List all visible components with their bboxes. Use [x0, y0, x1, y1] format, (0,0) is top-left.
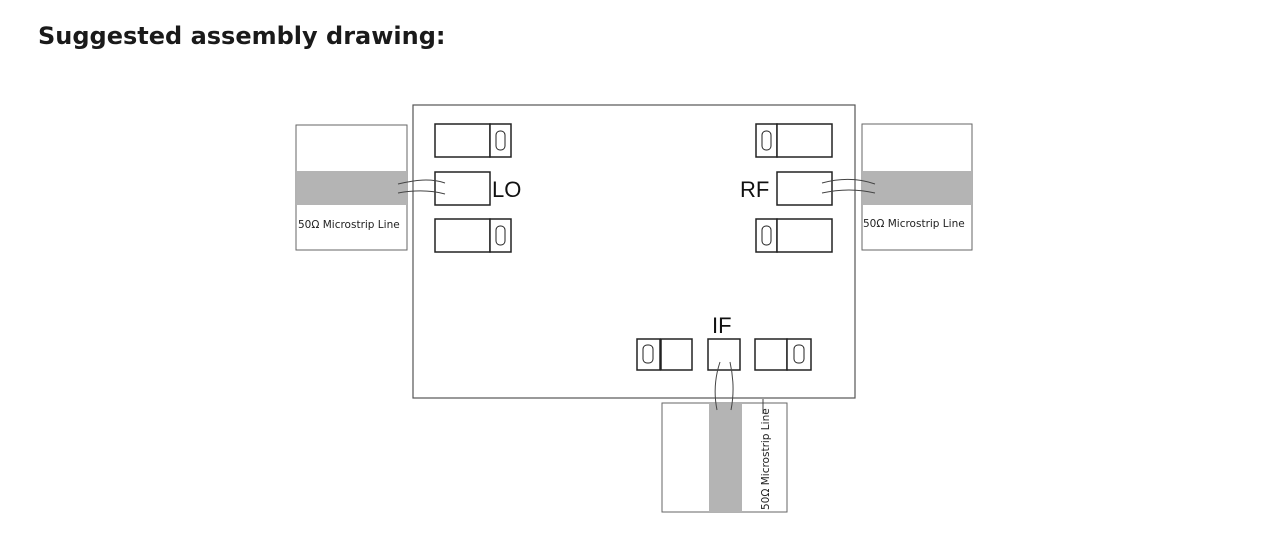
cap-if-left-slot — [642, 344, 654, 364]
pad-if — [707, 338, 741, 371]
pad-top-right — [776, 123, 833, 158]
cap-bottom-left-slot — [495, 225, 506, 246]
left-microstrip-trace — [297, 171, 407, 205]
pad-top-left — [434, 123, 491, 158]
rf-port-label: RF — [740, 177, 769, 202]
pad-lo — [434, 171, 491, 206]
right-microstrip-label: 50Ω Microstrip Line — [863, 218, 965, 230]
bottom-microstrip-board: 50Ω Microstrip Line — [661, 402, 788, 513]
bond-wire-rf-1 — [821, 178, 876, 185]
cap-top-left-slot — [495, 130, 506, 151]
heading-colon: : — [435, 22, 446, 50]
bond-wire-lo-1 — [397, 179, 446, 185]
pad-if-right — [754, 338, 788, 371]
if-port-label: IF — [712, 313, 732, 338]
pad-rf — [776, 171, 833, 206]
pad-bottom-left — [434, 218, 491, 253]
section-heading: Suggested assembly drawing: — [38, 22, 446, 50]
bond-wire-rf-2 — [821, 189, 876, 194]
left-microstrip-label: 50Ω Microstrip Line — [298, 219, 400, 231]
right-microstrip-board: 50Ω Microstrip Line — [861, 123, 973, 251]
pad-if-left — [660, 338, 693, 371]
lo-pad-group — [434, 123, 512, 253]
left-microstrip-board: 50Ω Microstrip Line — [295, 124, 408, 251]
bond-wire-lo-2 — [397, 190, 446, 195]
bottom-microstrip-trace — [709, 404, 742, 512]
pad-bottom-right — [776, 218, 833, 253]
bond-wire-if-2 — [729, 361, 734, 411]
rf-pad-group — [755, 123, 833, 253]
right-microstrip-trace — [863, 171, 972, 205]
lo-port-label: LO — [492, 177, 521, 202]
if-pad-group — [636, 338, 812, 371]
bottom-microstrip-label: 50Ω Microstrip Line — [760, 408, 772, 510]
bond-wires — [397, 178, 876, 414]
cap-top-right-slot — [761, 130, 772, 151]
cap-if-right-slot — [793, 344, 805, 364]
heading-title: Suggested assembly drawing — [38, 22, 436, 50]
cap-bottom-right-slot — [761, 225, 772, 246]
bond-wire-if-1 — [714, 361, 721, 411]
